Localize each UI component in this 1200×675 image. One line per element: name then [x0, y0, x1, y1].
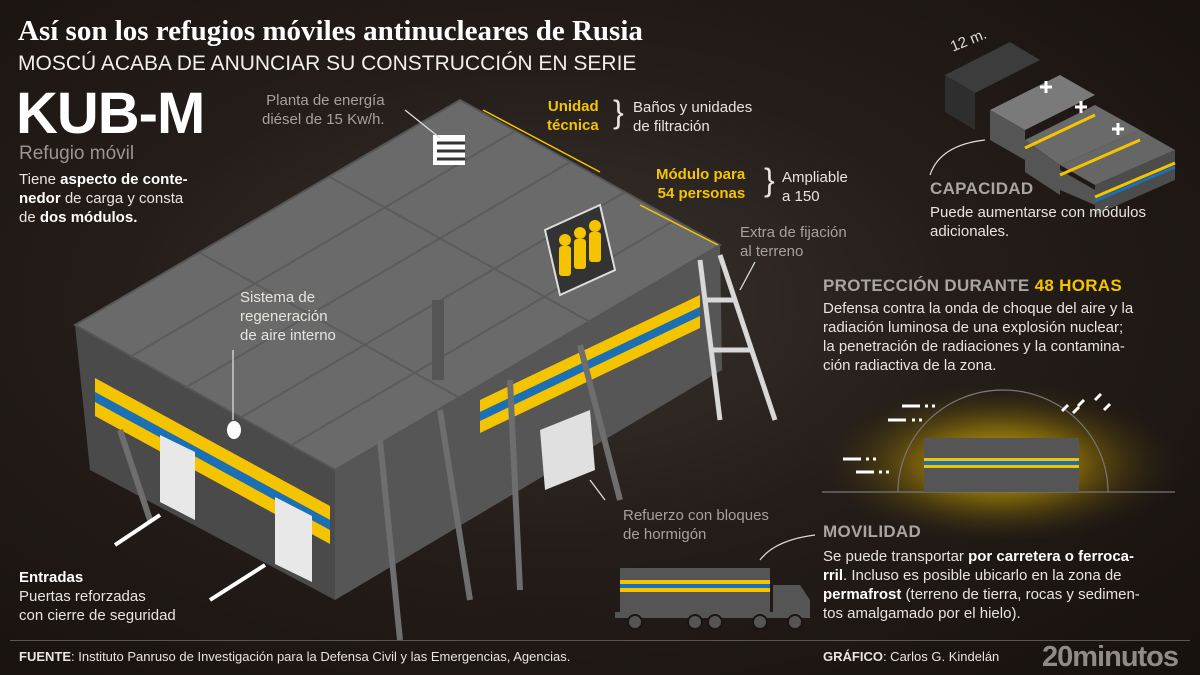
- text-line: Puede aumentarse con módulos: [930, 204, 1146, 221]
- page-subtitle: MOSCÚ ACABA DE ANUNCIAR SU CONSTRUCCIÓN …: [18, 52, 637, 75]
- stripe-yellow-right: [480, 295, 700, 412]
- stripe-blue-right: [480, 307, 700, 421]
- intro-bold: aspecto de conte-: [60, 171, 188, 188]
- capacity-title: CAPACIDAD: [930, 179, 1034, 198]
- truck-icon: [615, 568, 810, 630]
- label-power-plant: Planta de energía diésel de 15 Kw/h.: [262, 91, 385, 129]
- label-technical-unit: Unidad técnica: [547, 97, 599, 135]
- intro-text: de: [19, 209, 40, 226]
- mobility-title: MOVILIDAD: [823, 522, 922, 541]
- stripe-yellow-left: [95, 378, 330, 520]
- label-line: regeneración: [240, 308, 328, 325]
- shockwave-marks: [843, 392, 1112, 474]
- door-2: [275, 497, 312, 582]
- label-technical-unit-desc: Baños y unidades de filtración: [633, 98, 752, 136]
- label-module-desc: Ampliable a 150: [782, 168, 848, 206]
- credit-text: : Carlos G. Kindelán: [882, 649, 1000, 664]
- label-line: Baños y unidades: [633, 99, 753, 116]
- label-air-system: Sistema de regeneración de aire interno: [240, 288, 336, 345]
- credit-label: GRÁFICO: [823, 649, 883, 664]
- model-type: Refugio móvil: [19, 143, 135, 164]
- source-label: FUENTE: [19, 649, 71, 664]
- text: . Incluso es posible ubicarlo en la zona…: [843, 567, 1122, 584]
- intro-text: Tiene: [19, 171, 61, 188]
- diesel-generator-icon: [433, 135, 465, 165]
- label-line: Módulo para: [656, 166, 746, 183]
- label-module: Módulo para 54 personas: [656, 165, 745, 203]
- label-line: Unidad: [547, 98, 599, 115]
- intro-text: de carga y consta: [60, 190, 184, 207]
- text-bold: por carretera o ferroca-: [968, 548, 1134, 565]
- label-line: al terreno: [740, 243, 804, 260]
- label-line: Ampliable: [782, 169, 848, 186]
- label-entrances: Entradas Puertas reforzadas con cierre d…: [19, 568, 176, 625]
- footer-divider: [10, 640, 1190, 641]
- label-title: Entradas: [19, 569, 84, 586]
- footer-source: FUENTE: Instituto Panruso de Investigaci…: [19, 649, 570, 665]
- label-line: Sistema de: [240, 289, 316, 306]
- label-line: con cierre de seguridad: [19, 607, 176, 624]
- text-line: radiación luminosa de una explosión nucl…: [823, 319, 1124, 336]
- people-icon: [559, 220, 601, 276]
- text-bold: permafrost: [823, 586, 902, 603]
- label-line: Planta de energía: [266, 92, 385, 109]
- label-ground-anchor: Extra de fijación al terreno: [740, 223, 847, 261]
- label-line: de hormigón: [623, 526, 707, 543]
- label-line: Puertas reforzadas: [19, 588, 146, 605]
- text: Se puede transportar: [823, 548, 969, 565]
- text-bold: rril: [823, 567, 844, 584]
- ground-anchor-frame: [697, 254, 778, 421]
- brace-icon: }: [764, 162, 775, 198]
- capacity-text: Puede aumentarse con módulos adicionales…: [930, 203, 1146, 241]
- shield-dome: [897, 389, 1109, 493]
- concrete-blocks: [540, 410, 595, 490]
- source-text: : Instituto Panruso de Investigación par…: [71, 649, 571, 664]
- air-vent-pipe: [432, 300, 444, 380]
- plus-icons: [1040, 81, 1124, 135]
- label-line: 54 personas: [657, 185, 746, 202]
- label-line: Extra de fijación: [740, 224, 847, 241]
- label-line: Refuerzo con bloques: [623, 507, 769, 524]
- label-line: de aire interno: [240, 327, 336, 344]
- stripe-yellow-left-2: [95, 402, 330, 544]
- mobility-text: Se puede transportar por carretera o fer…: [823, 547, 1140, 623]
- text-line: Defensa contra la onda de choque del air…: [823, 300, 1134, 317]
- intro-description: Tiene aspecto de conte- nedor de carga y…: [19, 170, 219, 227]
- label-line: a 150: [782, 188, 820, 205]
- shelter-roof: [72, 98, 723, 472]
- text-line: tos amalgamado por el hielo).: [823, 605, 1021, 622]
- label-concrete: Refuerzo con bloques de hormigón: [623, 506, 769, 544]
- protection-text: Defensa contra la onda de choque del air…: [823, 299, 1133, 375]
- intro-bold: nedor: [19, 190, 61, 207]
- container-modules: [945, 42, 1176, 215]
- text-line: la penetración de radiaciones y la conta…: [823, 338, 1125, 355]
- brace-icon: }: [613, 94, 624, 130]
- text-line: ción radiactiva de la zona.: [823, 357, 997, 374]
- page-title: Así son los refugios móviles antinuclear…: [18, 15, 643, 47]
- air-system-marker: [227, 421, 241, 439]
- label-line: técnica: [547, 117, 599, 134]
- protection-title-text: PROTECCIÓN DURANTE: [823, 276, 1035, 295]
- door-1: [160, 435, 195, 520]
- footer-credit: GRÁFICO: Carlos G. Kindelán: [823, 649, 999, 665]
- text-line: adicionales.: [930, 223, 1010, 240]
- label-line: diésel de 15 Kw/h.: [262, 111, 385, 128]
- intro-bold: dos módulos.: [39, 209, 138, 226]
- entrance-arrows: [113, 513, 267, 602]
- label-line: de filtración: [633, 118, 710, 135]
- model-name: KUB-M: [16, 81, 205, 146]
- stripe-blue-left: [95, 392, 330, 530]
- protection-title: PROTECCIÓN DURANTE 48 HORAS: [823, 276, 1122, 296]
- brand-logo: 20minutos: [1042, 641, 1179, 673]
- text: (terreno de tierra, rocas y sedimen-: [901, 586, 1140, 603]
- protection-hours: 48 HORAS: [1034, 276, 1123, 295]
